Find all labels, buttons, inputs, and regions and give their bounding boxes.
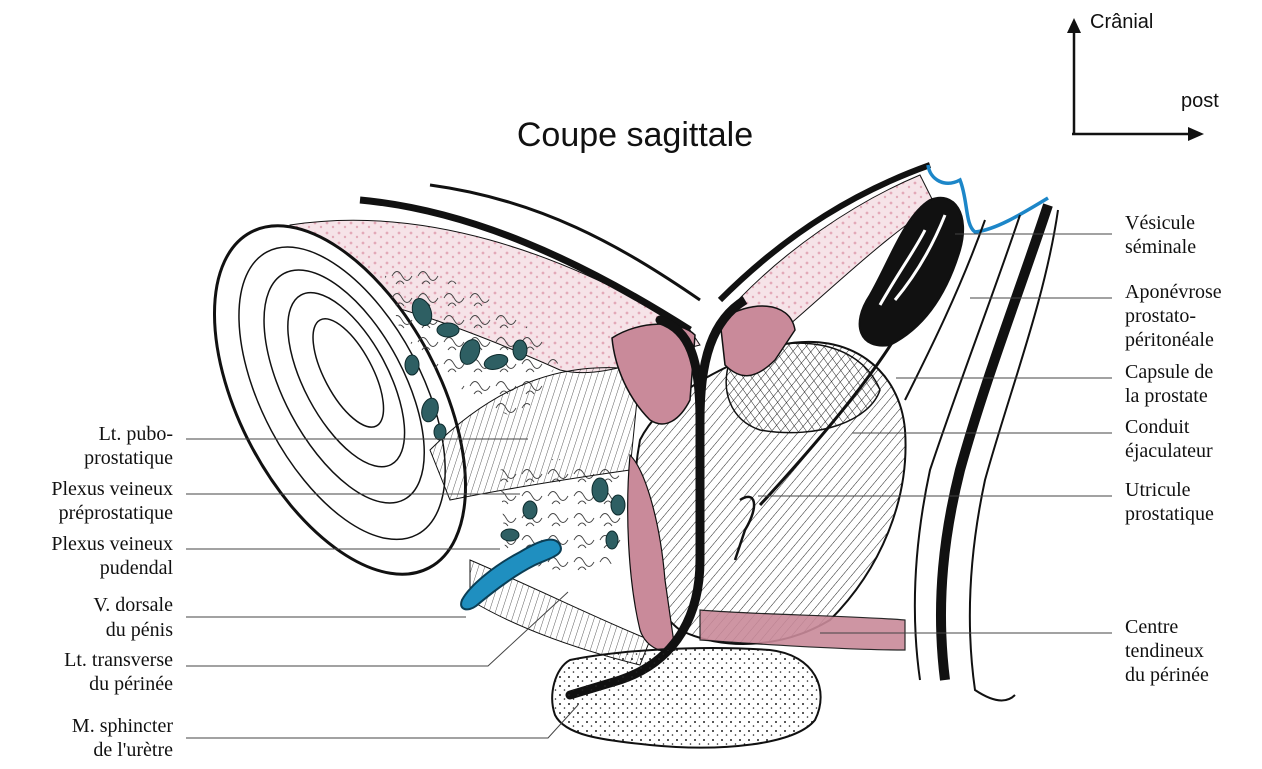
label-text: Vésicule xyxy=(1125,212,1195,234)
label-text: Conduit xyxy=(1125,416,1190,438)
label-text: pudendal xyxy=(100,557,174,579)
rectum-wall xyxy=(941,205,1048,680)
label-prostate-capsule: Capsule de la prostate xyxy=(896,361,1213,407)
label-text: du pénis xyxy=(106,619,173,641)
label-text: tendineux xyxy=(1125,640,1204,662)
anatomy-illustration xyxy=(163,165,1058,748)
label-text: du périnée xyxy=(89,673,173,695)
label-text: la prostate xyxy=(1125,385,1208,407)
label-text: prostatique xyxy=(1125,503,1214,525)
label-seminal-vesicle: Vésicule séminale xyxy=(955,212,1196,258)
posterior-arrowhead-icon xyxy=(1188,127,1204,141)
penile-bulb xyxy=(552,648,820,748)
label-text: Utricule xyxy=(1125,479,1191,501)
label-text: du périnée xyxy=(1125,664,1209,686)
label-text: Lt. transverse xyxy=(64,649,173,671)
label-text: M. sphincter xyxy=(72,715,173,737)
label-text: de l'urètre xyxy=(93,739,173,761)
label-text: péritonéale xyxy=(1125,329,1214,351)
label-text: prostato- xyxy=(1125,305,1196,327)
rectum-wall-outer xyxy=(970,210,1058,700)
label-text: V. dorsale xyxy=(93,594,173,616)
label-text: Plexus veineux xyxy=(51,478,173,500)
orientation-indicator: Crânial post xyxy=(1067,11,1219,141)
label-text: Capsule de xyxy=(1125,361,1213,383)
label-text: éjaculateur xyxy=(1125,440,1213,462)
label-dorsal-vein-of-penis: V. dorsale du pénis xyxy=(93,594,466,641)
label-text: Lt. pubo- xyxy=(99,423,173,445)
leader-line xyxy=(186,705,578,738)
label-text: Aponévrose xyxy=(1125,281,1222,303)
label-text: préprostatique xyxy=(59,502,174,524)
label-text: Centre xyxy=(1125,616,1178,638)
label-text: Plexus veineux xyxy=(51,533,173,555)
label-text: prostatique xyxy=(84,447,173,469)
diagram-title: Coupe sagittale xyxy=(517,116,753,154)
label-text: séminale xyxy=(1125,236,1196,258)
orientation-up-label: Crânial xyxy=(1090,11,1153,33)
cranial-arrowhead-icon xyxy=(1067,18,1081,33)
label-urethral-sphincter-muscle: M. sphincter de l'urètre xyxy=(72,705,578,761)
orientation-right-label: post xyxy=(1181,90,1219,112)
